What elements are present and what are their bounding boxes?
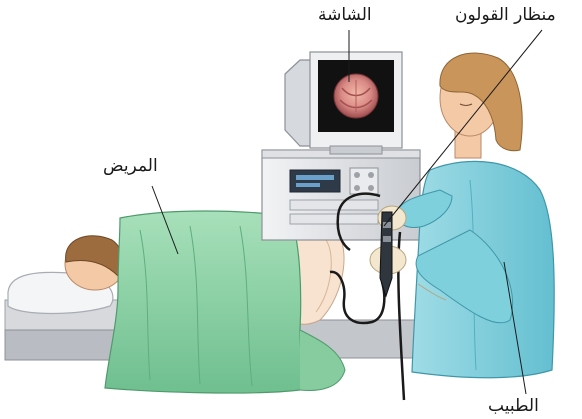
- label-screen: الشاشة: [318, 7, 372, 24]
- label-patient: المريض: [103, 158, 158, 175]
- patient-head: [65, 236, 125, 290]
- label-doctor: الطبيب: [488, 398, 539, 415]
- label-colonoscope: منظار القولون: [455, 7, 556, 24]
- colonoscope-handle: [380, 212, 392, 296]
- screen-colon-image: [334, 74, 378, 118]
